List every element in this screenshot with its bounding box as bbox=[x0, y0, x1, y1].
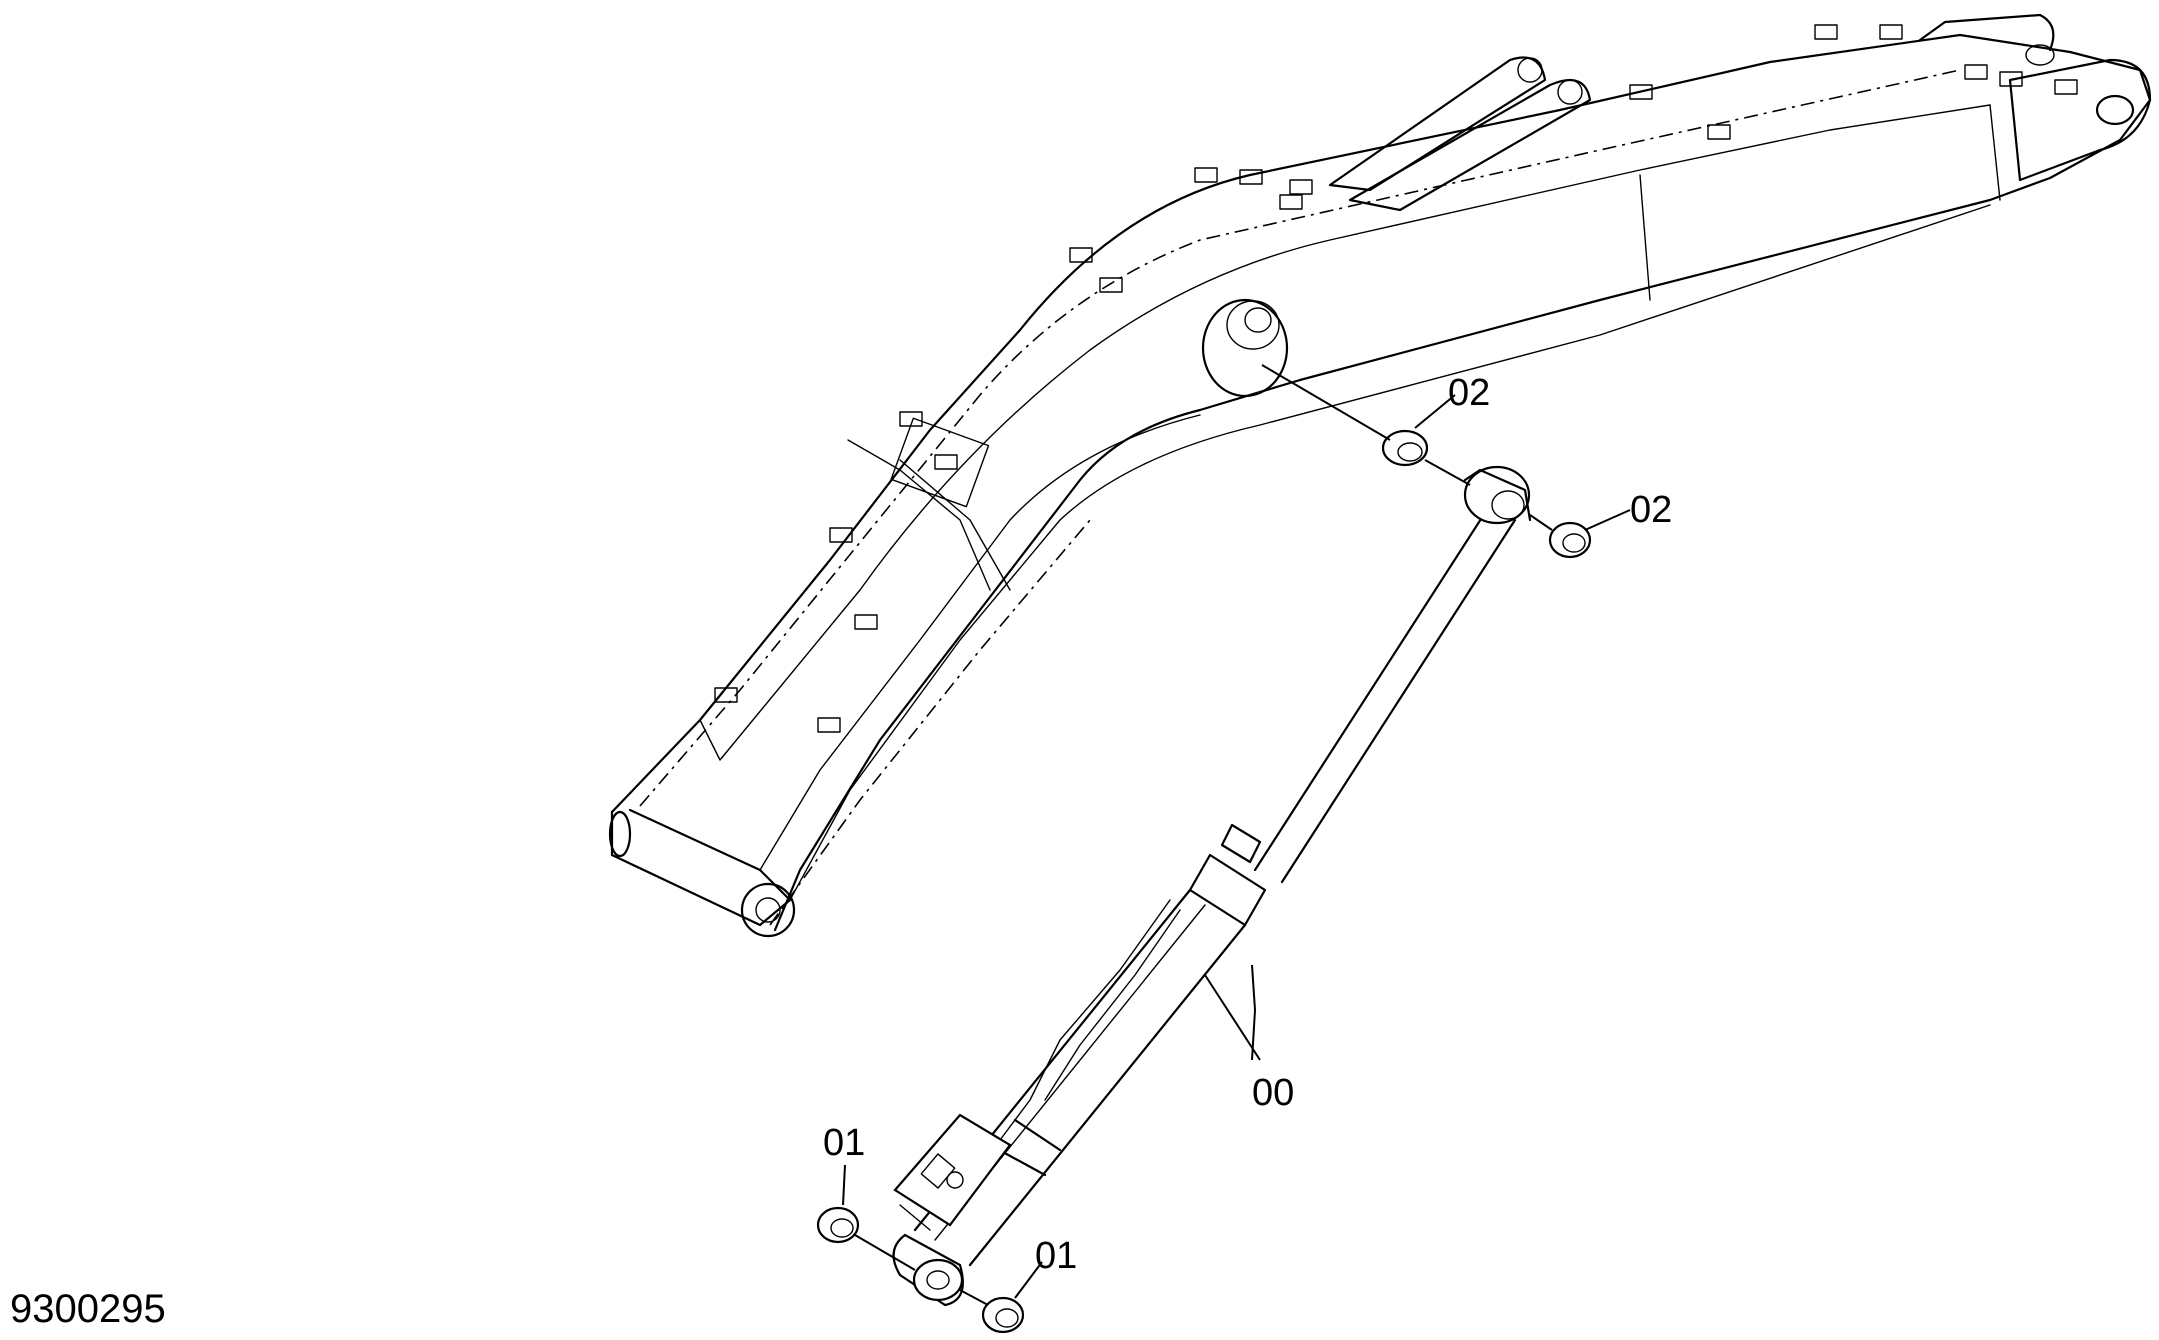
boom-cylinder bbox=[892, 465, 1532, 1307]
bushing-bottom-lower bbox=[981, 1296, 1025, 1334]
bushing-rod-left bbox=[1381, 429, 1429, 467]
figure-number: 9300295 bbox=[10, 1287, 166, 1331]
callout-00-cylinder: 00 bbox=[1252, 1072, 1294, 1114]
bushing-rod-right bbox=[1548, 521, 1592, 559]
callout-02-rod-right: 02 bbox=[1630, 489, 1672, 531]
callout-01-bottom-lower: 01 bbox=[1035, 1235, 1077, 1277]
callout-01-bottom-upper: 01 bbox=[823, 1122, 865, 1164]
callout-02-rod-left: 02 bbox=[1448, 372, 1490, 414]
bushing-bottom-upper bbox=[816, 1206, 860, 1244]
hose-clamps bbox=[714, 24, 2078, 733]
boom bbox=[608, 13, 2152, 938]
leader-lines bbox=[842, 364, 1631, 1306]
